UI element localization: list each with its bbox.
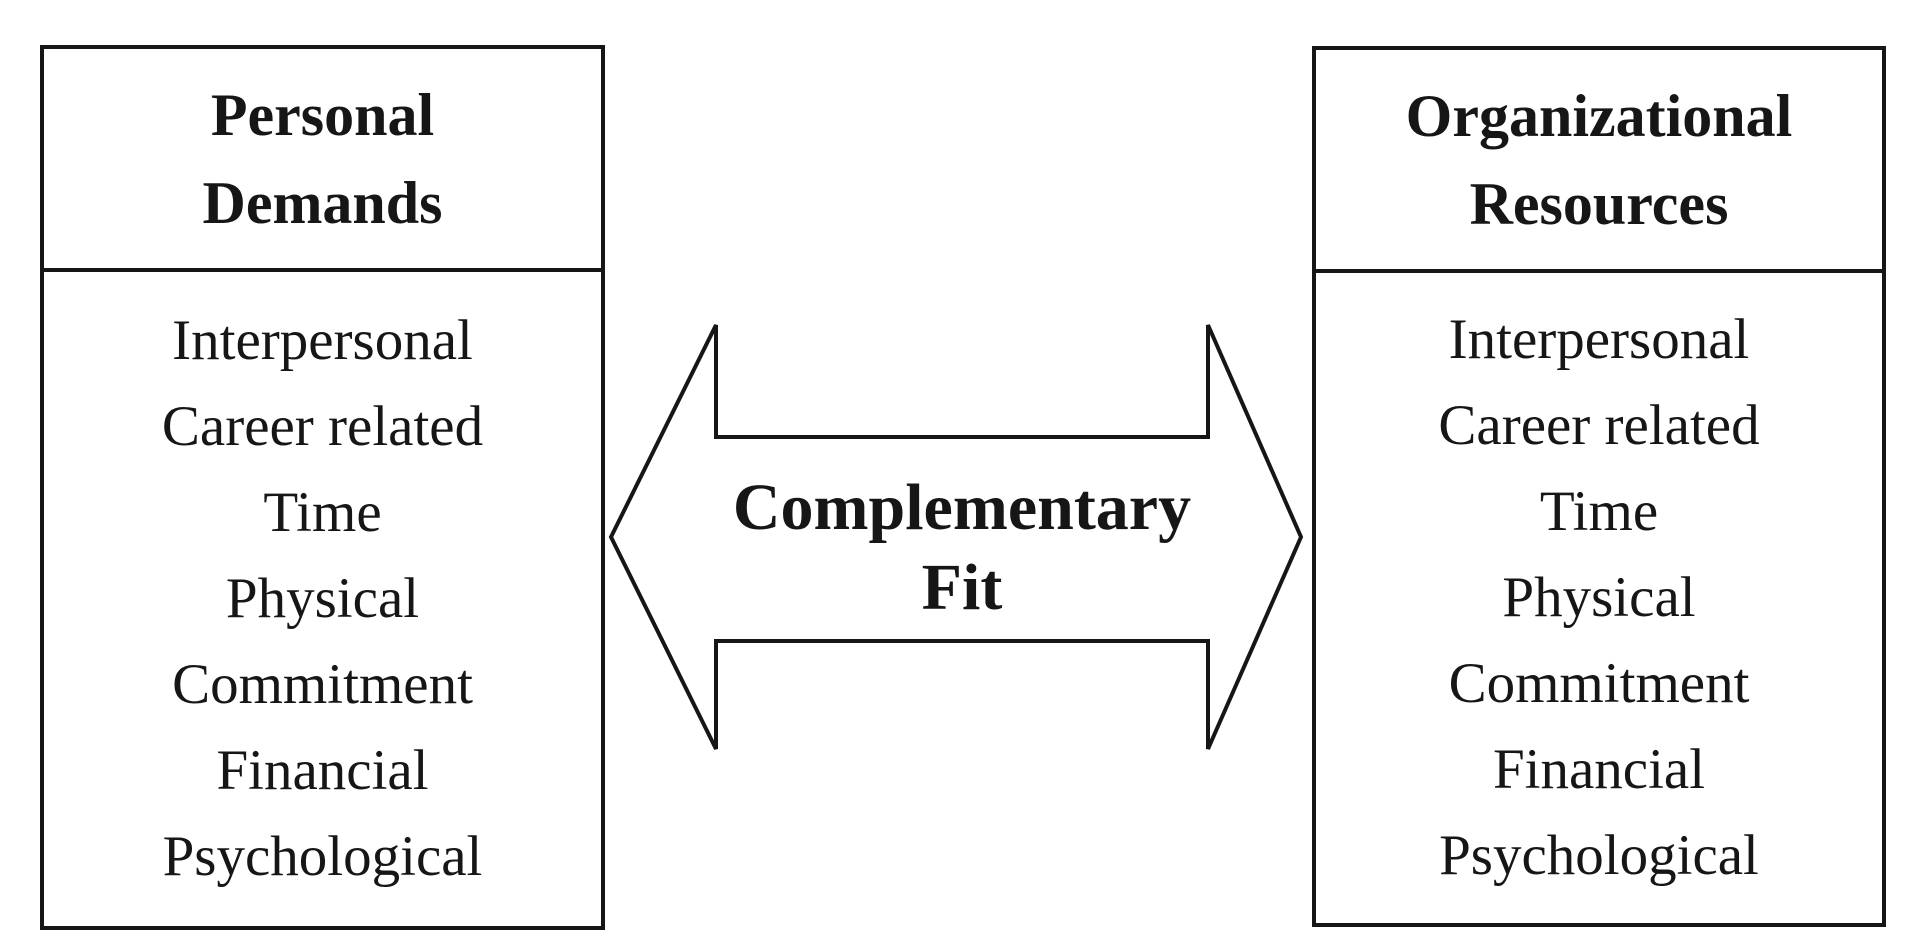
complementary-fit-label-line1: Complementary [732, 471, 1192, 544]
personal-demands-list: Interpersonal Career related Time Physic… [44, 272, 601, 926]
personal-demands-title-line1: Personal [210, 81, 435, 148]
list-item: Time [1539, 480, 1659, 543]
list-item: Career related [1438, 394, 1760, 457]
double-arrow-shape [608, 324, 1304, 750]
organizational-resources-title-line2: Resources [1469, 170, 1729, 237]
organizational-resources-header: Organizational Resources [1316, 50, 1882, 273]
list-item: Interpersonal [1448, 308, 1750, 371]
list-item: Psychological [162, 825, 483, 888]
organizational-resources-box: Organizational Resources Interpersonal C… [1312, 46, 1886, 927]
organizational-resources-title-line1: Organizational [1405, 82, 1793, 149]
list-item: Interpersonal [172, 309, 473, 372]
list-item: Psychological [1439, 824, 1759, 887]
list-item: Career related [161, 395, 484, 458]
personal-demands-title-line2: Demands [202, 169, 443, 236]
list-item: Commitment [172, 653, 473, 716]
personal-demands-header: Personal Demands [44, 49, 601, 272]
list-item: Financial [1492, 738, 1706, 801]
complementary-fit-label-line2: Fit [921, 551, 1003, 624]
list-item: Physical [225, 567, 420, 630]
list-item: Time [263, 481, 382, 544]
list-item: Physical [1502, 566, 1696, 629]
list-item: Commitment [1448, 652, 1750, 715]
organizational-resources-list: Interpersonal Career related Time Physic… [1316, 273, 1882, 923]
personal-demands-box: Personal Demands Interpersonal Career re… [40, 45, 605, 930]
list-item: Financial [216, 739, 429, 802]
complementary-fit-label: Complementary Fit [716, 437, 1208, 641]
